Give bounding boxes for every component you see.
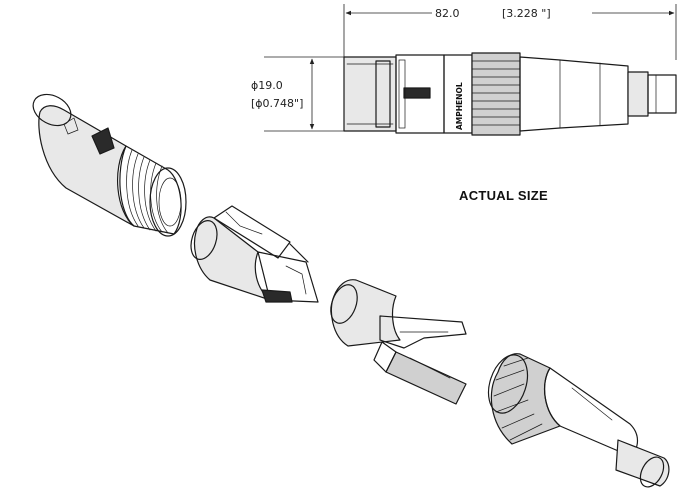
length-dimension: 82.0 [3.228 "]	[343, 4, 677, 60]
diameter-value: ϕ19.0	[251, 79, 283, 92]
cable-clamp-part	[330, 279, 467, 405]
length-inch-value: [3.228 "]	[502, 7, 551, 20]
caption-label: ACTUAL SIZE	[459, 188, 548, 203]
nut-knurl-lines	[493, 357, 543, 441]
diameter-inch-value: [ϕ0.748"]	[251, 97, 303, 110]
boot-part	[487, 353, 670, 488]
brand-label: AMPHENOL	[455, 82, 464, 130]
diameter-dimension: ϕ19.0 [ϕ0.748"]	[250, 56, 352, 132]
thread-lines	[126, 149, 169, 234]
knurl-lines	[471, 60, 521, 126]
contact-insert-part	[190, 205, 319, 303]
length-value: 82.0	[435, 7, 460, 20]
connector-side-view: AMPHENOL	[343, 52, 677, 136]
front-housing-part	[32, 93, 187, 237]
